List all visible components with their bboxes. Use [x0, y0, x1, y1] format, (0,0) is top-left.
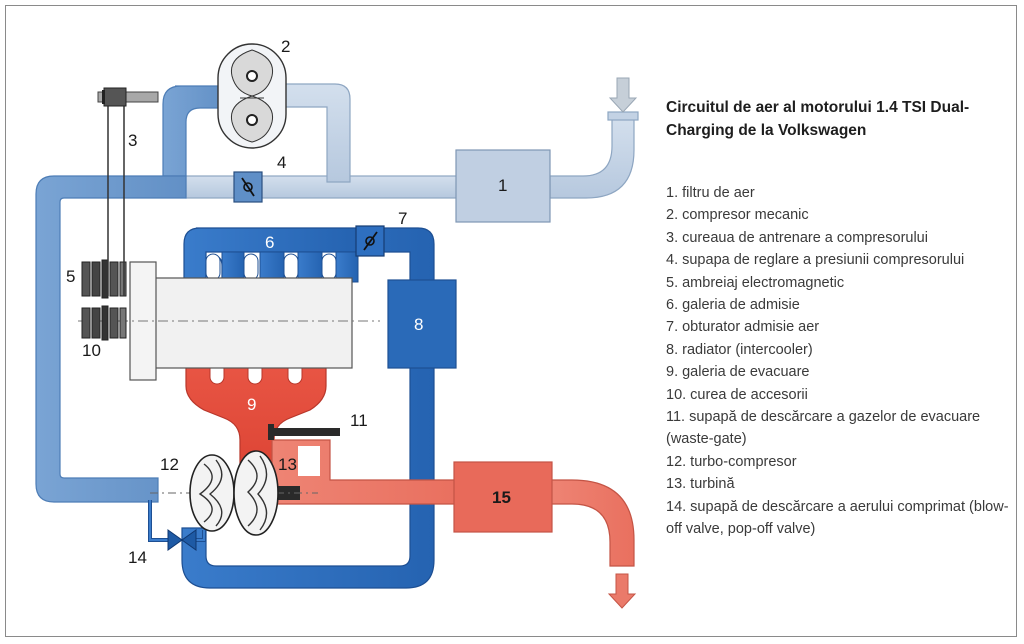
legend-item: 5. ambreiaj electromagnetic — [666, 274, 845, 291]
label-12: 12 — [160, 455, 179, 474]
label-5: 5 — [66, 267, 75, 286]
waste-gate-bypass-gap — [298, 446, 320, 476]
turbocharger — [150, 450, 318, 536]
legend-item: 2. compresor mecanic — [666, 207, 809, 224]
muffler-box — [453, 461, 553, 533]
diagram-title: Circuitul de aer al motorului 1.4 TSI Du… — [666, 99, 970, 139]
label-14: 14 — [128, 548, 147, 567]
compressor-drive-belt — [107, 96, 125, 296]
legend-item: 13. turbină — [666, 476, 735, 493]
air-filter-box — [455, 149, 551, 223]
component-legend: 1. filtru de aer 2. compresor mecanic 3.… — [666, 182, 1011, 541]
legend-item: 12. turbo-compresor — [666, 453, 797, 470]
compressor-pulley — [97, 87, 159, 107]
label-9: 9 — [247, 395, 256, 414]
throttle-valve — [355, 225, 385, 257]
mechanical-compressor — [217, 43, 287, 149]
compressor-control-valve — [233, 171, 263, 203]
label-8: 8 — [414, 315, 423, 334]
label-15: 15 — [492, 488, 511, 507]
legend-item: 10. curea de accesorii — [666, 386, 808, 403]
compressor-intake-duct — [35, 85, 226, 503]
label-10: 10 — [82, 341, 101, 360]
legend-item: 11. supapă de descărcare a gazelor de ev… — [666, 409, 981, 448]
legend-item: 7. obturator admisie aer — [666, 319, 820, 336]
legend-item: 14. supapă de descărcare a aerului compr… — [666, 498, 1009, 538]
legend-item: 9. galeria de evacuare — [666, 364, 810, 381]
air-circuit-diagram: 1 2 3 4 5 6 7 8 9 10 11 12 13 14 15 — [35, 37, 639, 609]
legend-item: 3. cureaua de antrenare a compresorului — [666, 229, 928, 246]
label-1: 1 — [498, 176, 507, 195]
legend-item: 8. radiator (intercooler) — [666, 341, 813, 358]
label-4: 4 — [277, 153, 286, 172]
exhaust-outlet-arrow — [607, 573, 637, 609]
engine-block — [151, 277, 353, 369]
label-2: 2 — [281, 37, 290, 56]
legend-item: 1. filtru de aer — [666, 185, 755, 201]
label-13: 13 — [278, 455, 297, 474]
blow-off-valve — [148, 500, 206, 551]
intake-runner-slots — [205, 253, 337, 281]
label-7: 7 — [398, 209, 407, 228]
legend-item: 6. galeria de admisie — [666, 297, 800, 314]
pulley-stack — [81, 259, 127, 341]
intake-runners — [221, 251, 359, 283]
exhaust-downpipe — [271, 439, 635, 567]
intercooler-box — [387, 279, 457, 369]
air-inlet-arrow — [608, 77, 638, 113]
label-6: 6 — [265, 233, 274, 252]
label-11: 11 — [350, 411, 368, 430]
wastegate-actuator — [268, 424, 340, 440]
label-3: 3 — [128, 131, 137, 150]
legend-item: 4. supapa de reglare a presiunii compres… — [666, 252, 965, 269]
